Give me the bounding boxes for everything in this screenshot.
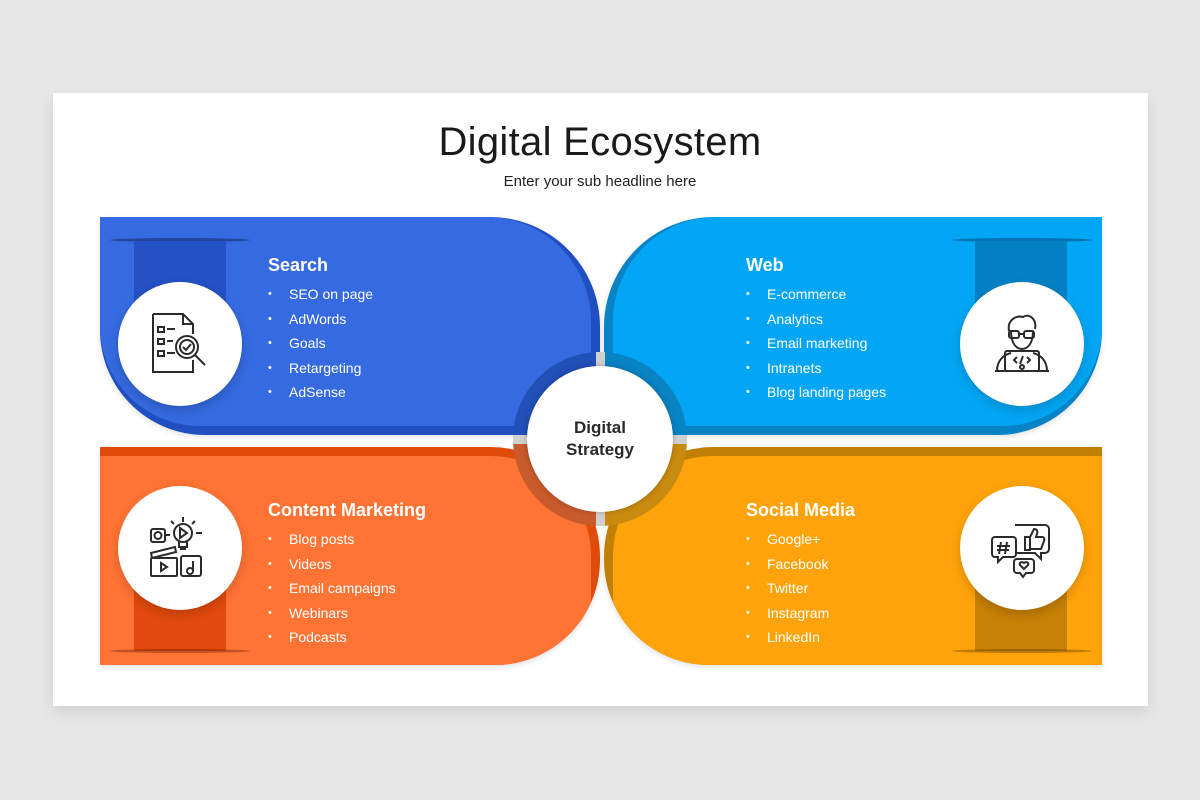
list-item: Blog landing pages <box>746 380 886 405</box>
list-item: SEO on page <box>268 282 373 307</box>
list-item: Podcasts <box>268 625 426 650</box>
quadrant-title: Content Marketing <box>268 500 427 520</box>
quadrant-content: Search SEO on page AdWords Goals Retarge… <box>268 255 373 405</box>
quadrant-content: Web E-commerce Analytics Email marketing… <box>746 255 886 405</box>
shelf-shadow <box>952 649 1092 653</box>
hub-label-line: Digital <box>574 418 626 437</box>
list-item: Goals <box>268 331 373 356</box>
list-item: Retargeting <box>268 356 373 381</box>
quadrant-title: Social Media <box>746 500 856 520</box>
list-item: Blog posts <box>268 527 426 552</box>
quadrant-face: Search SEO on page AdWords Goals Retarge… <box>100 217 591 426</box>
quadrant-content-marketing: Content Marketing Blog posts Videos Emai… <box>100 447 600 665</box>
item-list: Google+ Facebook Twitter Instagram Linke… <box>746 527 855 650</box>
list-item: Videos <box>268 552 426 577</box>
list-item: LinkedIn <box>746 625 855 650</box>
hub-label-line: Strategy <box>565 440 635 459</box>
shelf-shadow <box>110 238 250 242</box>
media-content-icon <box>149 517 202 577</box>
shelf-shadow <box>952 238 1092 242</box>
list-item: Email campaigns <box>268 576 426 601</box>
quadrant-face: Web E-commerce Analytics Email marketing… <box>613 217 1102 426</box>
icon-badge <box>960 282 1084 406</box>
list-item: E-commerce <box>746 282 886 307</box>
item-list: SEO on page AdWords Goals Retargeting Ad… <box>268 282 373 405</box>
list-item: Email marketing <box>746 331 886 356</box>
list-item: Facebook <box>746 552 855 577</box>
icon-badge <box>118 486 242 610</box>
item-list: E-commerce Analytics Email marketing Int… <box>746 282 886 405</box>
quadrant-content: Content Marketing Blog posts Videos Emai… <box>268 500 426 650</box>
quadrant-face: Social Media Google+ Facebook Twitter In… <box>613 456 1102 665</box>
shelf-shadow <box>110 649 250 653</box>
list-item: AdWords <box>268 307 373 332</box>
social-bubbles-icon <box>991 524 1050 579</box>
quadrant-title: Search <box>268 255 329 275</box>
quadrant-social-media: Social Media Google+ Facebook Twitter In… <box>604 447 1102 665</box>
quadrant-web: Web E-commerce Analytics Email marketing… <box>604 217 1102 435</box>
list-item: Webinars <box>268 601 426 626</box>
list-item: Analytics <box>746 307 886 332</box>
list-item: Intranets <box>746 356 886 381</box>
icon-badge <box>960 486 1084 610</box>
list-item: AdSense <box>268 380 373 405</box>
list-item: Instagram <box>746 601 855 626</box>
item-list: Blog posts Videos Email campaigns Webina… <box>268 527 426 650</box>
quadrant-search: Search SEO on page AdWords Goals Retarge… <box>100 217 600 435</box>
search-document-icon <box>152 313 206 373</box>
quadrant-face: Content Marketing Blog posts Videos Emai… <box>100 456 591 665</box>
quadrant-title: Web <box>746 255 784 275</box>
page-title: Digital Ecosystem <box>438 120 762 164</box>
developer-laptop-icon <box>995 314 1049 372</box>
quadrant-content: Social Media Google+ Facebook Twitter In… <box>746 500 855 650</box>
icon-badge <box>118 282 242 406</box>
list-item: Twitter <box>746 576 855 601</box>
list-item: Google+ <box>746 527 855 552</box>
page-subtitle: Enter your sub headline here <box>503 173 697 190</box>
